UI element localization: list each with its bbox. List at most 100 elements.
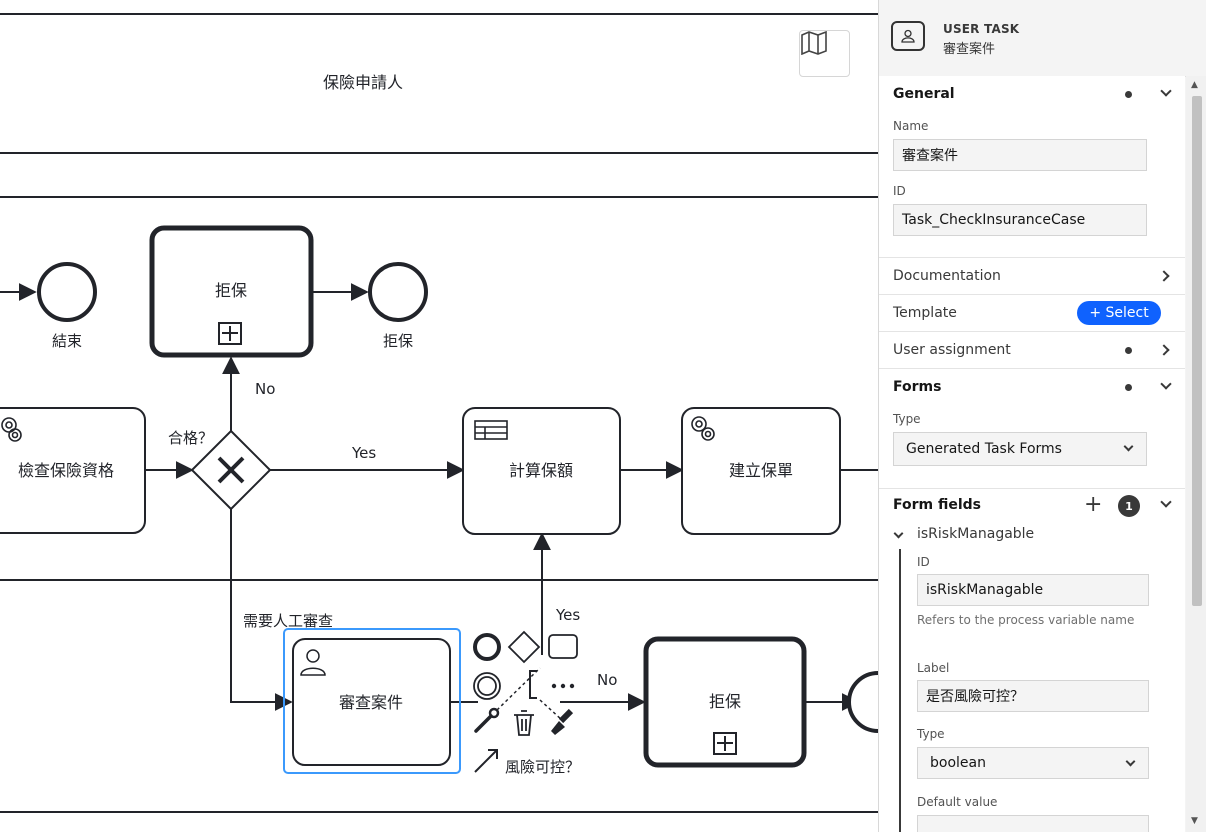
template-select-button[interactable]: + Select <box>1077 301 1161 325</box>
form-fields-count-badge: 1 <box>1118 495 1140 517</box>
flow-label-no-bottom: No <box>597 671 617 689</box>
flow-label-manual-review: 需要人工審查 <box>243 612 333 630</box>
group-template: Template <box>879 295 1185 332</box>
element-name: 審查案件 <box>943 42 996 57</box>
scrollbar-thumb[interactable] <box>1192 96 1202 606</box>
task-check-qualification[interactable] <box>0 407 146 534</box>
append-end-event-icon[interactable] <box>473 633 501 661</box>
form-type-label: Type <box>893 412 921 426</box>
text-annotation-icon[interactable] <box>529 670 537 699</box>
group-forms-dot <box>1125 384 1132 391</box>
bpmn-canvas[interactable]: 保險申請人 結束 拒保 拒保 No 檢查保險資格 合格？ Yes 計算保額 <box>0 0 878 832</box>
group-documentation[interactable]: Documentation <box>879 258 1185 295</box>
panel-header: USER TASK 審查案件 <box>879 0 1206 77</box>
chevron-down-icon <box>1125 756 1136 767</box>
subprocess-reject-bottom-label: 拒保 <box>709 692 741 711</box>
chevron-down-icon[interactable] <box>1160 496 1172 508</box>
map-icon <box>801 31 827 55</box>
gateway-qualify-label: 合格？ <box>168 429 213 447</box>
x-marker-icon <box>217 456 245 484</box>
chevron-right-icon[interactable] <box>1158 270 1170 282</box>
pool-lane-lines <box>0 13 878 813</box>
lane-label-applicant: 保險申請人 <box>323 73 403 92</box>
scroll-down-icon[interactable]: ▼ <box>1191 816 1198 826</box>
subprocess-reject-top-label: 拒保 <box>215 281 247 300</box>
table-icon <box>474 420 508 440</box>
scroll-up-icon[interactable]: ▲ <box>1191 80 1198 90</box>
group-documentation-title: Documentation <box>893 268 1001 284</box>
task-review-case-label: 審查案件 <box>339 693 403 712</box>
end-event-1-label: 結束 <box>52 332 82 350</box>
group-general: General Name 審查案件 ID Task_CheckInsurance… <box>879 76 1185 258</box>
group-general-title[interactable]: General <box>893 86 955 102</box>
field-label-input[interactable]: 是否風險可控？ <box>917 680 1149 712</box>
sequence-flows <box>0 283 878 711</box>
panel-scroll-area[interactable]: General Name 審查案件 ID Task_CheckInsurance… <box>879 76 1185 832</box>
expand-marker-icon <box>713 732 737 755</box>
append-gateway-icon[interactable] <box>507 630 541 664</box>
field-default-label: Default value <box>917 795 998 809</box>
minimap-toggle-button[interactable] <box>799 30 850 77</box>
group-form-fields: Form fields + 1 isRiskManagable ID isRis… <box>879 489 1185 832</box>
flow-label-no-top: No <box>255 380 275 398</box>
field-id-label: ID <box>917 555 930 569</box>
id-field[interactable]: Task_CheckInsuranceCase <box>893 204 1147 236</box>
end-event-reject[interactable] <box>368 262 428 322</box>
end-event-right[interactable] <box>847 671 878 733</box>
end-event-1[interactable] <box>37 262 97 322</box>
user-icon <box>300 649 326 676</box>
field-default-input[interactable] <box>917 815 1149 832</box>
field-id-input[interactable]: isRiskManagable <box>917 574 1149 606</box>
field-type-select[interactable]: boolean <box>917 747 1149 779</box>
add-field-icon[interactable]: + <box>1084 492 1103 517</box>
expand-marker-icon <box>218 322 242 345</box>
task-check-qualification-label: 檢查保險資格 <box>18 461 114 480</box>
end-event-reject-label: 拒保 <box>383 332 413 350</box>
context-pad <box>473 630 578 773</box>
selection-outline <box>283 628 461 774</box>
name-field-label: Name <box>893 119 929 133</box>
field-type-label: Type <box>917 727 945 741</box>
field-id-help: Refers to the process variable name <box>917 613 1135 627</box>
task-create-policy[interactable] <box>681 407 841 535</box>
group-form-fields-title[interactable]: Form fields <box>893 497 982 513</box>
task-create-policy-label: 建立保單 <box>729 461 793 480</box>
chevron-down-icon <box>1123 441 1134 452</box>
field-tree-line <box>899 549 901 832</box>
gear-icon <box>691 416 715 441</box>
more-icon[interactable] <box>551 683 575 689</box>
chevron-down-icon[interactable] <box>1160 378 1172 390</box>
form-type-value: Generated Task Forms <box>906 441 1062 457</box>
group-user-assignment[interactable]: User assignment <box>879 332 1185 369</box>
wrench-icon[interactable] <box>474 707 500 733</box>
connect-arrow-icon[interactable] <box>474 749 498 773</box>
flow-label-yes-bottom: Yes <box>555 606 580 624</box>
group-template-title: Template <box>893 305 957 321</box>
field-type-value: boolean <box>930 755 986 771</box>
group-forms: Forms Type Generated Task Forms <box>879 369 1185 489</box>
group-user-assignment-dot <box>1125 347 1132 354</box>
panel-scrollbar[interactable]: ▲ ▼ <box>1186 76 1206 832</box>
paint-brush-icon[interactable] <box>551 708 574 735</box>
subprocess-reject-bottom[interactable] <box>643 636 807 768</box>
risk-gateway-label: 風險可控？ <box>505 758 580 776</box>
append-task-icon[interactable] <box>548 634 578 659</box>
chevron-right-icon[interactable] <box>1158 344 1170 356</box>
group-general-dot <box>1125 91 1132 98</box>
group-user-assignment-title: User assignment <box>893 342 1011 358</box>
form-field-name[interactable]: isRiskManagable <box>917 526 1035 542</box>
chevron-down-icon[interactable] <box>1160 85 1172 97</box>
field-label-label: Label <box>917 661 950 675</box>
user-task-icon <box>891 21 925 51</box>
properties-panel: USER TASK 審查案件 General Name 審查案件 ID Task… <box>878 0 1206 832</box>
name-field[interactable]: 審查案件 <box>893 139 1147 171</box>
flow-label-yes-mid: Yes <box>351 444 376 462</box>
group-forms-title[interactable]: Forms <box>893 379 942 395</box>
trash-icon[interactable] <box>514 710 534 736</box>
collapse-field-icon[interactable] <box>893 528 904 539</box>
form-type-select[interactable]: Generated Task Forms <box>893 432 1147 466</box>
task-review-case[interactable] <box>292 638 451 766</box>
id-field-label: ID <box>893 184 906 198</box>
task-calc-amount-label: 計算保額 <box>509 461 573 480</box>
subprocess-reject-top[interactable] <box>149 225 314 358</box>
